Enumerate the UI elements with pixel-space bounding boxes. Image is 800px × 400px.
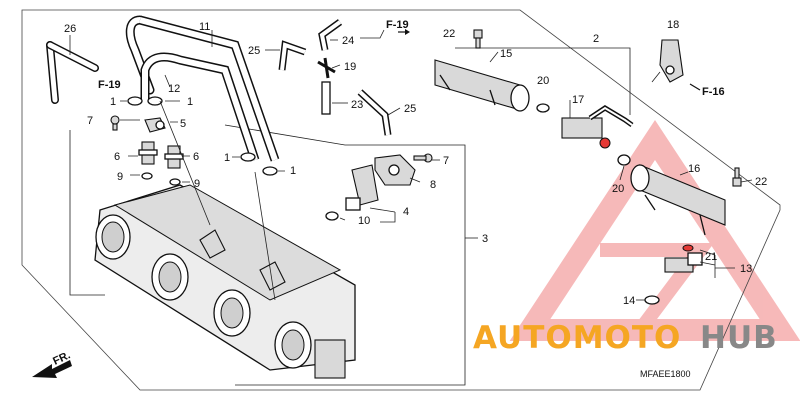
seal-14: [644, 295, 660, 305]
callout-9-right: 9: [194, 178, 200, 190]
callout-9-left: 9: [117, 171, 123, 183]
clips-1: [127, 96, 278, 176]
o-ring-20-lower: [617, 154, 631, 166]
hose-11: [125, 15, 280, 162]
callout-22-lower: 22: [755, 176, 767, 188]
callout-12: 12: [168, 83, 180, 95]
watermark-automoto: AUTOMOTO: [473, 320, 681, 356]
throttle-body-3: [94, 184, 356, 379]
bolt-22-lower: [732, 167, 742, 187]
callout-1-c: 1: [224, 152, 230, 164]
callout-14: 14: [623, 295, 635, 307]
callout-25-left: 25: [248, 45, 260, 57]
callout-1-d: 1: [290, 165, 296, 177]
sensor-10: [325, 164, 379, 221]
leader-lines: [69, 29, 753, 301]
callout-6-right: 6: [193, 151, 199, 163]
throttle-bore-1: [95, 214, 131, 260]
callout-20-upper: 20: [537, 75, 549, 87]
reference-f19-top: F-19: [386, 19, 409, 31]
hose-25-right: [357, 89, 392, 136]
callout-13: 13: [740, 263, 752, 275]
reference-f16: F-16: [702, 86, 725, 98]
callout-22-upper: 22: [443, 28, 455, 40]
fuel-rail-16: [630, 164, 726, 236]
callout-10: 10: [358, 215, 370, 227]
callout-1-a: 1: [110, 96, 116, 108]
throttle-bore-2: [151, 253, 189, 301]
drawing-code: MFAEE1800: [640, 369, 691, 379]
callout-8: 8: [430, 179, 436, 191]
nipple-6-left: [138, 141, 158, 165]
callout-1-b: 1: [187, 96, 193, 108]
screw-7-left: [110, 115, 120, 131]
hose-24: [318, 19, 343, 51]
hose-23: [321, 81, 331, 115]
fuel-rail-15: [434, 59, 530, 112]
callout-21: 21: [705, 251, 717, 263]
callout-26: 26: [64, 23, 76, 35]
assembly-frame: [21, 9, 781, 391]
throttle-bore-3: [213, 289, 251, 337]
injector-13: [664, 244, 703, 273]
hose-26: [46, 41, 99, 104]
front-arrow-icon: FR.: [32, 349, 72, 378]
callout-17: 17: [572, 94, 584, 106]
bolt-22-upper: [473, 29, 483, 49]
nipple-6-right: [164, 145, 184, 169]
bracket-8: [374, 154, 416, 186]
callout-23: 23: [351, 99, 363, 111]
callout-2: 2: [593, 33, 599, 45]
callout-25-right: 25: [404, 103, 416, 115]
callout-6-left: 6: [114, 151, 120, 163]
hose-12: [140, 52, 260, 162]
fuel-joint-17: [561, 105, 634, 149]
joint-19: [317, 57, 336, 79]
reference-labels: F-19 F-19 F-16: [98, 19, 725, 98]
hose-25-left: [278, 40, 307, 71]
callout-7-left: 7: [87, 115, 93, 127]
watermark-text: AUTOMOTO HUB: [473, 320, 778, 356]
throttle-bore-4: [274, 321, 312, 369]
bracket-18: [659, 39, 684, 83]
o-ring-20-upper: [536, 103, 550, 113]
screw-7-right: [413, 153, 433, 163]
callout-15: 15: [500, 48, 512, 60]
callout-3: 3: [482, 233, 488, 245]
callout-4: 4: [403, 206, 409, 218]
callout-19: 19: [344, 61, 356, 73]
callout-7-right: 7: [443, 155, 449, 167]
callout-5: 5: [180, 118, 186, 130]
callout-11: 11: [199, 21, 210, 33]
joint-5: [144, 117, 166, 133]
o-rings-9: [141, 172, 181, 186]
callout-labels: 26 11 12 1 1 1 1 7 5 6 6 9 9 25 24 19 23…: [64, 19, 767, 307]
callout-18: 18: [667, 19, 679, 31]
callout-20-lower: 20: [612, 183, 624, 195]
callout-16: 16: [688, 163, 700, 175]
reference-f19-left: F-19: [98, 79, 121, 91]
callout-24: 24: [342, 35, 354, 47]
watermark-hub: HUB: [700, 320, 778, 356]
